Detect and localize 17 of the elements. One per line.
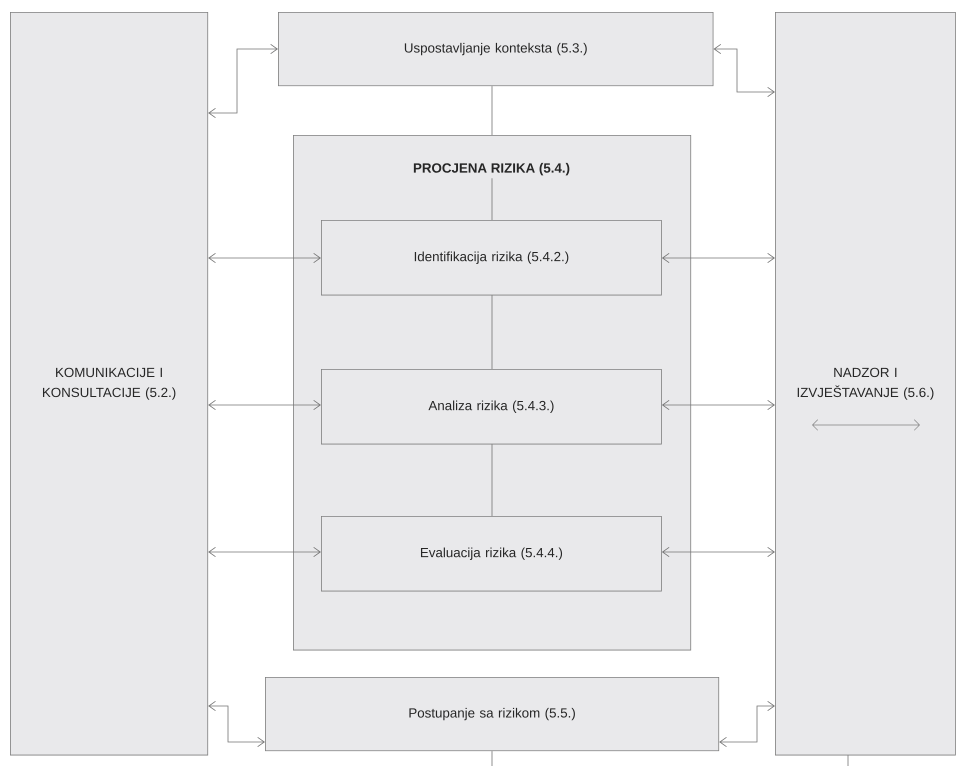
side-panel: NADZOR I IZVJEŠTAVANJE (5.6.) [775, 12, 956, 756]
arrow [719, 700, 775, 748]
arrow [662, 400, 775, 410]
arrow [208, 546, 321, 558]
process-box: Analiza rizika (5.4.3.) [321, 369, 662, 444]
process-box: Evaluacija rizika (5.4.4.) [321, 516, 662, 592]
side-panel: KOMUNIKACIJE I KONSULTACIJE (5.2.) [10, 12, 208, 756]
arrow [208, 700, 265, 748]
arrow [208, 252, 321, 264]
process-box: Uspostavljanje konteksta (5.3.) [278, 12, 714, 86]
arrow [662, 252, 775, 264]
arrow [208, 400, 321, 410]
arrow [662, 546, 775, 558]
arrow [713, 44, 775, 98]
process-box: Postupanje sa rizikom (5.5.) [265, 677, 720, 752]
arrow [208, 44, 278, 118]
process-box: Identifikacija rizika (5.4.2.) [321, 220, 662, 296]
